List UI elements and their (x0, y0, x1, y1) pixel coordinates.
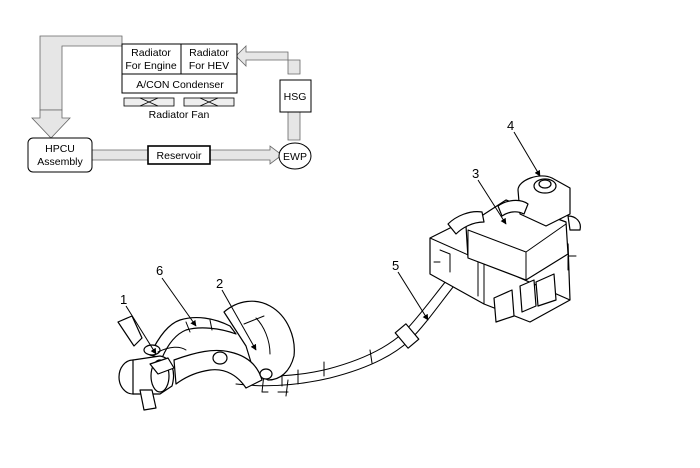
upper-hose (149, 316, 237, 359)
radiator-hev-label-1: Radiator (189, 47, 229, 59)
hsg-box: HSG (279, 79, 312, 113)
reservoir-label: Reservoir (157, 150, 202, 162)
ac-condenser-label: A/CON Condenser (136, 79, 224, 91)
radiator-engine-box (121, 43, 182, 75)
component-illustration (117, 175, 581, 411)
hsg-label: HSG (284, 91, 307, 103)
callout-labels: 1 2 3 4 5 6 (120, 118, 514, 307)
ac-condenser-box (121, 73, 238, 94)
callout-6: 6 (156, 263, 163, 278)
radiator-hev-label-2: For HEV (189, 60, 229, 72)
radiator-hev-box (180, 43, 238, 75)
callout-3: 3 (472, 166, 479, 181)
hpcu-reservoir-assembly (429, 175, 581, 323)
callout-2: 2 (216, 276, 223, 291)
callout-5: 5 (392, 258, 399, 273)
ewp-label: EWP (283, 151, 307, 163)
main-hose (231, 261, 471, 397)
leader-1 (125, 305, 157, 355)
callout-4: 4 (507, 118, 514, 133)
radiator-engine-label-2: For Engine (125, 60, 177, 72)
lower-hose-bracket (173, 300, 295, 389)
hpcu-label-2: Assembly (37, 156, 83, 168)
leader-4 (513, 131, 541, 177)
leader-2 (221, 289, 257, 351)
flow-schematic: Radiator For Engine Radiator For HEV A/C… (27, 35, 312, 173)
reservoir-box: Reservoir (147, 145, 211, 165)
leader-3 (477, 179, 507, 225)
leader-6 (161, 277, 197, 327)
radiator-fan-label: Radiator Fan (149, 109, 210, 121)
hpcu-label-1: HPCU (45, 143, 75, 155)
callout-1: 1 (120, 292, 127, 307)
radiator-fan-group: Radiator Fan (123, 97, 235, 121)
leader-5 (397, 271, 429, 321)
hpcu-box: HPCU Assembly (27, 137, 93, 173)
callout-leaders (125, 131, 541, 355)
ewp-circle: EWP (278, 142, 312, 170)
electric-water-pump (117, 315, 187, 411)
radiator-engine-label-1: Radiator (131, 47, 171, 59)
radiator-block: Radiator For Engine Radiator For HEV A/C… (121, 43, 238, 94)
